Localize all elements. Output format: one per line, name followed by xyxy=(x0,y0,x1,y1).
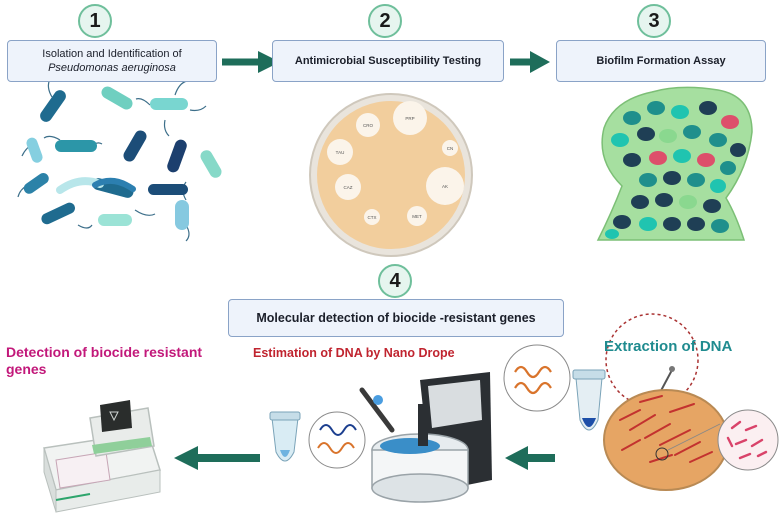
step-4-box: Molecular detection of biocide -resistan… xyxy=(228,299,564,337)
arrow-nanodrop-to-detection xyxy=(174,446,260,470)
petri-dish: CRO PRP TAU CN CAZ AK CTX MET xyxy=(309,93,473,257)
extraction-plate xyxy=(603,313,779,491)
detection-label-line2: genes xyxy=(6,361,47,377)
bacteria-illustration xyxy=(17,78,222,242)
step-3-number: 3 xyxy=(637,4,671,38)
arrow-1-to-2 xyxy=(222,51,280,73)
microcentrifuge-tube-left xyxy=(269,411,301,462)
extraction-label: Extraction of DNA xyxy=(604,338,733,355)
arrow-extraction-to-nanodrop xyxy=(505,446,555,470)
detection-label-line1: Detection of biocide resistant xyxy=(6,344,203,360)
dna-bubble-left xyxy=(308,411,366,469)
disc-label-met: MET xyxy=(412,214,422,219)
step-2-title: Antimicrobial Susceptibility Testing xyxy=(294,55,482,67)
step-2-box: Antimicrobial Susceptibility Testing xyxy=(272,40,504,82)
step-1-box: Isolation and Identification of Pseudomo… xyxy=(7,40,217,82)
step-2-number: 2 xyxy=(368,4,402,38)
step-1-number: 1 xyxy=(78,4,112,38)
dna-bubble-right xyxy=(503,344,571,412)
disc-label-cro: CRO xyxy=(363,123,373,128)
step-3-box: Biofilm Formation Assay xyxy=(556,40,766,82)
disc-label-tau: TAU xyxy=(336,150,345,155)
pcr-thermocycler xyxy=(43,400,161,513)
nanodrop-spectrophotometer xyxy=(359,372,492,503)
step-1-title-line2: Pseudomonas aeruginosa xyxy=(48,62,176,74)
disc-label-ak: AK xyxy=(442,184,448,189)
microcentrifuge-tube-right xyxy=(572,369,606,431)
disc-label-ctx: CTX xyxy=(368,215,377,220)
step-4-number: 4 xyxy=(378,264,412,298)
arrow-2-to-3 xyxy=(510,51,550,73)
step-3-title: Biofilm Formation Assay xyxy=(596,55,726,67)
step-1-title-line1: Isolation and Identification of xyxy=(42,48,182,60)
step-4-title: Molecular detection of biocide -resistan… xyxy=(256,311,536,325)
disc-label-cn: CN xyxy=(447,146,454,151)
disc-label-caz: CAZ xyxy=(344,185,353,190)
detection-label: Detection of biocide resistant genes xyxy=(6,344,226,378)
biofilm-illustration xyxy=(596,86,753,241)
disc-label-prp: PRP xyxy=(405,116,414,121)
estimation-label: Estimation of DNA by Nano Drope xyxy=(253,346,455,360)
